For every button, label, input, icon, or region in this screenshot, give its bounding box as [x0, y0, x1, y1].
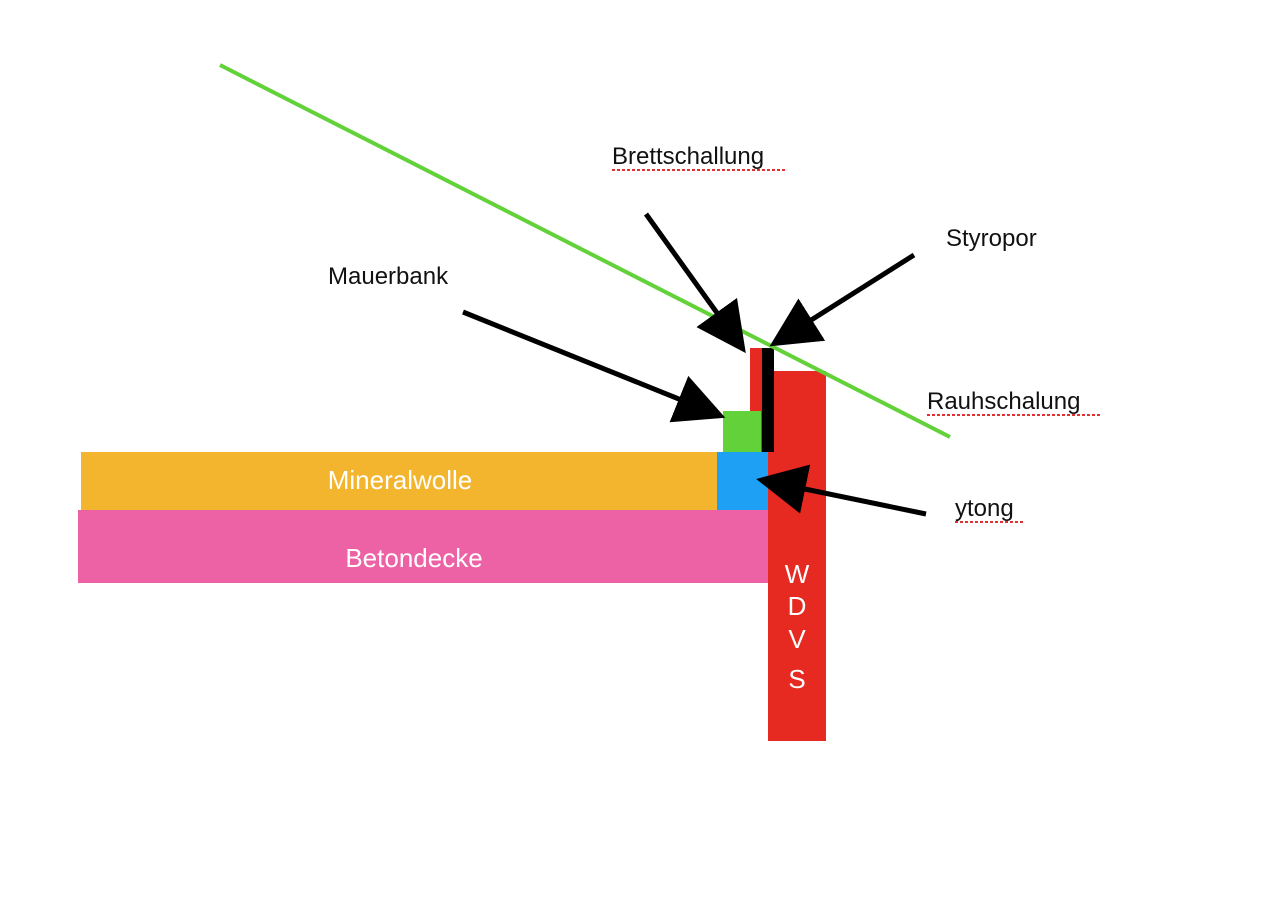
rauhschalung-label: Rauhschalung [927, 388, 1080, 415]
betondecke-slab [78, 510, 770, 583]
rauhschalung-line [219, 63, 951, 439]
betondecke-label: Betondecke [345, 543, 482, 573]
mauerbank-label: Mauerbank [328, 263, 449, 290]
ytong-label: ytong [955, 495, 1014, 522]
styropor-strip [762, 348, 774, 452]
arrow-ytong [756, 464, 927, 517]
wdvs-wall [768, 371, 826, 741]
arrow-styropor [769, 252, 916, 347]
styropor-label: Styropor [946, 225, 1037, 252]
wdvs-letter: V [788, 624, 806, 654]
mineralwolle-label: Mineralwolle [328, 465, 473, 495]
mineralwolle-layer [81, 452, 718, 510]
mauerbank-block [723, 411, 761, 452]
arrow-mauerbank [462, 309, 726, 423]
brettschallung-label: Brettschallung [612, 143, 764, 170]
wdvs-letter: W [785, 559, 810, 589]
ytong-block [717, 452, 769, 510]
arrow-brettschallung [643, 212, 746, 354]
wdvs-letter: S [788, 664, 805, 694]
wdvs-letter: D [788, 591, 807, 621]
